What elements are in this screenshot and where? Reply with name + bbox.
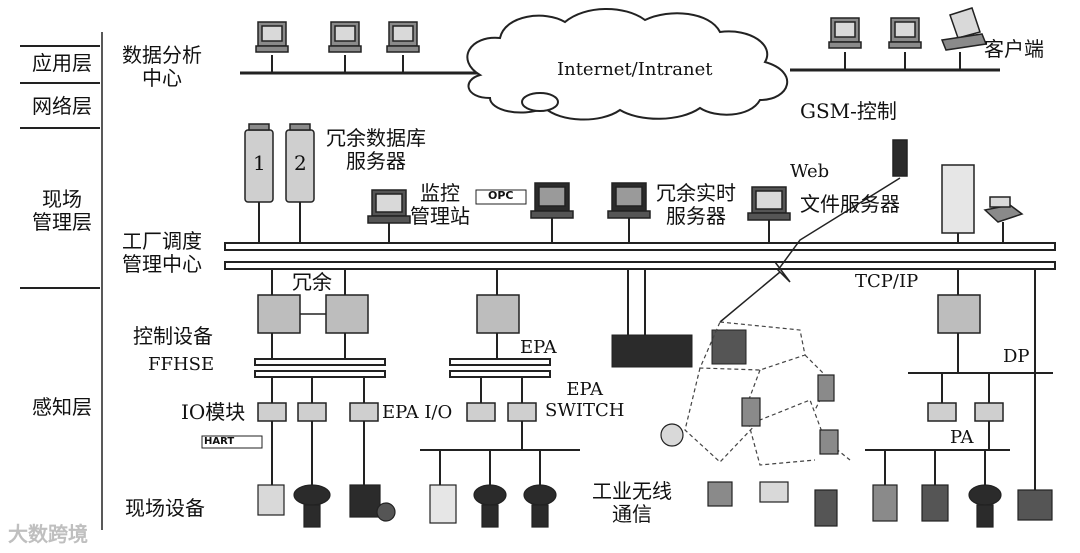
tcpip-label: TCP/IP — [855, 271, 919, 292]
epa-label: EPA — [520, 337, 557, 358]
plant-bus — [224, 242, 1056, 270]
mgmt-computers — [367, 139, 1024, 234]
control-device-label: 控制设备 — [133, 324, 213, 348]
ffhse-label: FFHSE — [148, 354, 215, 375]
field-device-label: 现场设备 — [125, 496, 205, 520]
app-computers — [255, 7, 988, 53]
gsm-link — [774, 177, 901, 283]
layer-dividers — [20, 32, 103, 530]
layer-network-label: 网络层 — [32, 94, 92, 118]
file-server-label: 文件服务器 — [800, 192, 900, 216]
gsm-label: GSM-控制 — [800, 99, 897, 123]
app-bus — [240, 68, 1000, 75]
epa-io-label: EPA I/O — [382, 402, 453, 423]
opc-logo — [475, 189, 527, 205]
dispatch-center-label: 工厂调度 管理中心 — [122, 229, 202, 276]
hart-module — [201, 435, 263, 449]
web-label: Web — [790, 161, 830, 182]
server-1-label: 1 — [253, 151, 266, 175]
data-center-label: 数据分析 中心 — [122, 43, 202, 90]
db-servers — [244, 123, 315, 203]
control-racks — [257, 294, 981, 334]
client-label: 客户端 — [984, 37, 1044, 61]
io-module-label: IO模块 — [181, 400, 246, 424]
server-2-label: 2 — [294, 151, 307, 175]
wireless-gateway — [611, 334, 693, 368]
monitor-station-label: 监控 管理站 — [410, 181, 470, 228]
field-devices — [257, 374, 1053, 528]
layer-app-label: 应用层 — [32, 51, 92, 75]
opc-label: OPC — [488, 189, 514, 202]
redundant-db-label: 冗余数据库 服务器 — [326, 126, 426, 173]
wireless-label: 工业无线 通信 — [592, 479, 672, 526]
layer-field-mgmt-label: 现场 管理层 — [32, 187, 92, 234]
internet-label: Internet/Intranet — [557, 59, 713, 80]
internet-cloud — [466, 8, 788, 121]
epa-switch-label: EPA SWITCH — [545, 379, 625, 421]
pa-label: PA — [950, 427, 974, 448]
hart-label: HART — [204, 436, 235, 447]
io-modules — [257, 402, 1004, 422]
watermark: 大数跨境 — [8, 522, 88, 546]
dp-label: DP — [1003, 346, 1030, 367]
rt-server-label: 冗余实时 服务器 — [656, 181, 736, 228]
redundant-label: 冗余 — [292, 270, 332, 294]
layer-perception-label: 感知层 — [32, 395, 92, 419]
